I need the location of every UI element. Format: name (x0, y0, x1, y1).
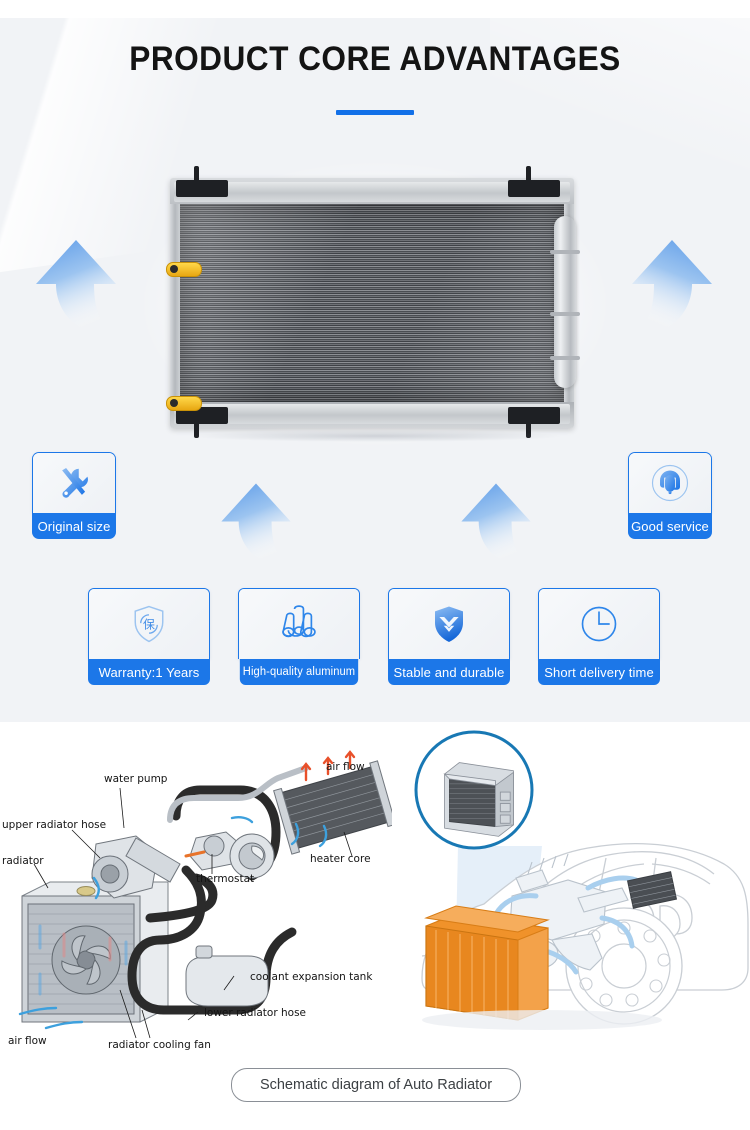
mount-bracket-bottom-left (176, 407, 228, 438)
badge-label: High-quality aluminum (239, 659, 359, 685)
mount-bracket-top-left (176, 166, 228, 197)
label-lower-radiator-hose: lower radiator hose (204, 1007, 306, 1019)
label-thermostat: thermostat (196, 873, 254, 885)
refrigerant-port-upper (166, 262, 202, 277)
label-air-flow-bottom: air flow (8, 1035, 47, 1047)
arrow-up-right (630, 236, 714, 340)
badge-warranty[interactable]: 保 Warranty:1 Years (88, 588, 210, 685)
badge-label: Short delivery time (538, 659, 660, 685)
receiver-drier (550, 216, 580, 388)
wrench-screwdriver-icon (33, 453, 115, 513)
shield-check-icon (389, 589, 509, 659)
badge-aluminum[interactable]: High-quality aluminum (238, 588, 360, 685)
badge-label: Stable and durable (388, 659, 510, 685)
arrow-up-left (34, 236, 118, 340)
svg-text:保: 保 (143, 618, 155, 632)
condenser-top-rail (174, 182, 570, 202)
badge-icon-box (32, 452, 116, 513)
label-water-pump: water pump (104, 773, 168, 785)
shield-warranty-icon: 保 (89, 589, 209, 659)
condenser-fin-core (180, 204, 564, 402)
label-upper-radiator-hose: upper radiator hose (2, 819, 106, 831)
arrow-up-mid-right (459, 480, 533, 570)
label-coolant-expansion-tank: coolant expansion tank (250, 971, 373, 983)
badge-label: Good service (628, 513, 712, 539)
page-title: PRODUCT CORE ADVANTAGES (129, 40, 621, 78)
condenser-frame (166, 166, 574, 438)
badge-original-size[interactable]: Original size (32, 452, 116, 539)
badge-delivery-time[interactable]: Short delivery time (538, 588, 660, 685)
label-heater-core: heater core (310, 853, 371, 865)
badge-icon-box (628, 452, 712, 513)
label-air-flow-top: air flow (326, 761, 365, 773)
badge-label: Warranty:1 Years (88, 659, 210, 685)
clock-icon (539, 589, 659, 659)
condenser-side-left (170, 204, 180, 402)
badge-icon-box (388, 588, 510, 659)
label-radiator-cooling-fan: radiator cooling fan (108, 1039, 211, 1051)
aluminum-tubes-icon (239, 589, 359, 659)
arrow-up-mid-left (219, 480, 293, 570)
badge-good-service[interactable]: Good service (628, 452, 712, 539)
badge-icon-box (538, 588, 660, 659)
top-white-strip (0, 0, 750, 18)
mount-bracket-top-right (508, 166, 560, 197)
mount-bracket-bottom-right (508, 407, 560, 438)
badge-stable-durable[interactable]: Stable and durable (388, 588, 510, 685)
condenser-bottom-rail (174, 404, 570, 424)
refrigerant-port-lower (166, 396, 202, 411)
schematic-caption: Schematic diagram of Auto Radiator (231, 1068, 521, 1102)
badge-label: Original size (32, 513, 116, 539)
product-shadow (186, 430, 566, 442)
title-accent-bar (336, 110, 414, 115)
badge-icon-box: 保 (88, 588, 210, 659)
label-radiator: radiator (2, 855, 44, 867)
cooling-system-diagram: water pump upper radiator hose radiator … (0, 728, 397, 1058)
badge-icon-box (238, 588, 360, 659)
car-radiator-diagram (392, 728, 750, 1058)
product-image (142, 162, 608, 446)
headset-support-icon (629, 453, 711, 513)
